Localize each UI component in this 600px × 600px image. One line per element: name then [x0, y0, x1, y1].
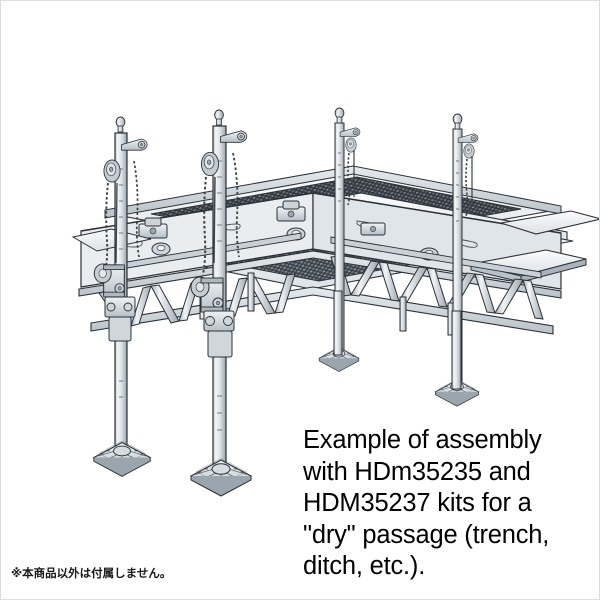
footnote-text: ※本商品以外は付属しません。 [11, 566, 172, 580]
vertical-post-2 [190, 109, 252, 497]
post-truss-clamp-mid [203, 310, 235, 358]
end-ramp-right-upper [500, 210, 599, 235]
caption-text: Example of assembly with HDm35235 and HD… [303, 426, 550, 580]
under-deck-cross-brace [120, 232, 542, 279]
vertical-post-1 [93, 116, 151, 477]
end-ramp-left [71, 228, 152, 252]
post-truss-clamp-left [104, 296, 136, 342]
support-leg-right-b [451, 310, 462, 390]
deck-coupling-blocks [138, 200, 386, 239]
support-leg-right-a [333, 290, 343, 356]
